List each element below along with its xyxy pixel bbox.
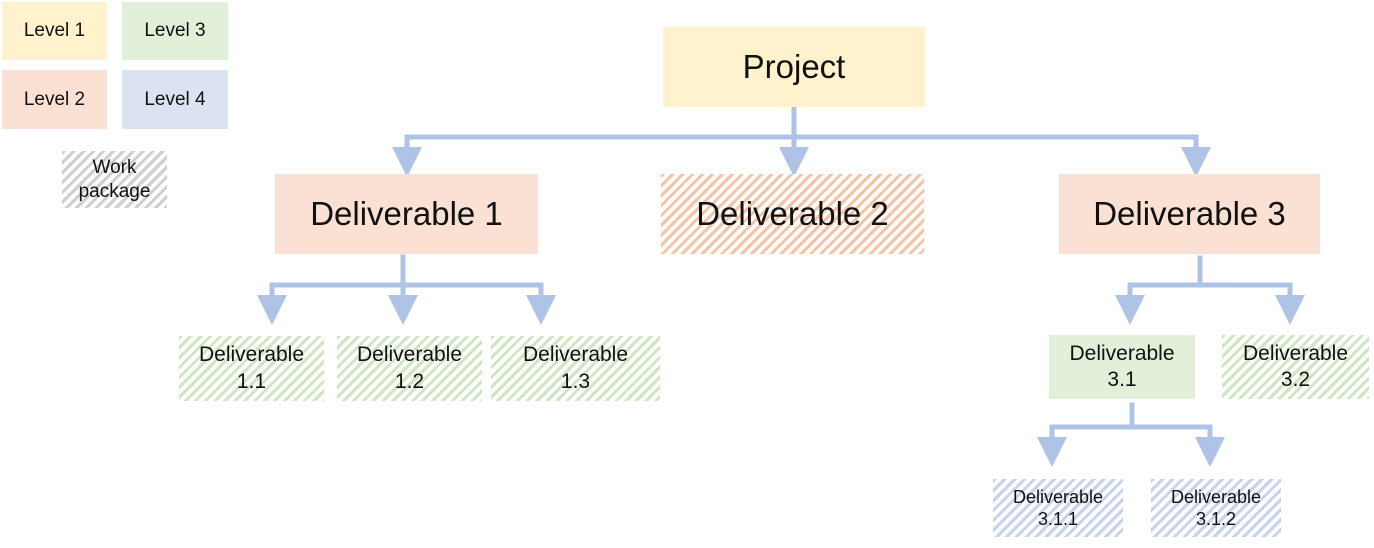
node-deliverable-3-2-line2: 3.2	[1280, 368, 1311, 391]
node-deliverable-1-3: Deliverable 1.3	[491, 336, 660, 401]
node-deliverable-2-label: Deliverable 2	[696, 195, 889, 233]
legend-level-4: Level 4	[122, 70, 228, 129]
node-deliverable-3-1-line1: Deliverable	[1069, 341, 1175, 365]
legend-level-1: Level 1	[2, 2, 107, 60]
node-deliverable-3-2: Deliverable 3.2	[1222, 335, 1369, 399]
node-deliverable-3-1-1-line2: 3.1.1	[1037, 509, 1079, 529]
node-deliverable-1-2-line1: Deliverable	[356, 343, 463, 367]
node-deliverable-3-1-2-line1: Deliverable	[1170, 486, 1262, 507]
node-deliverable-1-3-line2: 1.3	[560, 369, 591, 393]
node-deliverable-1-1-line1: Deliverable	[198, 343, 305, 367]
node-deliverable-1-2: Deliverable 1.2	[337, 336, 482, 401]
node-project: Project	[663, 27, 925, 107]
node-deliverable-1-1: Deliverable 1.1	[179, 336, 324, 401]
legend-level-3-label: Level 3	[144, 20, 206, 42]
node-deliverable-3-1-2: Deliverable 3.1.2	[1151, 479, 1281, 537]
node-deliverable-1-1-line2: 1.1	[236, 369, 267, 393]
legend-work-package: Work package	[62, 151, 167, 208]
node-deliverable-3-label: Deliverable 3	[1093, 195, 1286, 233]
node-deliverable-3: Deliverable 3	[1059, 174, 1320, 254]
node-deliverable-2: Deliverable 2	[661, 174, 924, 254]
node-deliverable-3-2-line1: Deliverable	[1242, 341, 1349, 365]
node-deliverable-3-1-line2: 3.1	[1107, 368, 1137, 391]
node-deliverable-3-1-1: Deliverable 3.1.1	[993, 479, 1123, 537]
legend-work-package-line1: Work	[92, 156, 137, 178]
node-deliverable-3-1-2-line2: 3.1.2	[1195, 509, 1237, 529]
legend-level-3: Level 3	[122, 2, 228, 60]
legend-level-1-label: Level 1	[23, 20, 86, 42]
node-deliverable-1-label: Deliverable 1	[310, 195, 503, 233]
node-deliverable-1-2-line2: 1.2	[394, 369, 425, 393]
node-deliverable-3-1: Deliverable 3.1	[1049, 335, 1195, 399]
legend-level-2: Level 2	[2, 70, 107, 129]
legend-level-4-label: Level 4	[144, 88, 206, 110]
legend-work-package-line2: package	[78, 180, 151, 202]
node-deliverable-3-1-1-line1: Deliverable	[1012, 486, 1104, 507]
legend-level-2-label: Level 2	[23, 88, 86, 110]
node-project-label: Project	[742, 48, 846, 86]
node-deliverable-1-3-line1: Deliverable	[522, 343, 629, 367]
node-deliverable-1: Deliverable 1	[275, 174, 538, 254]
